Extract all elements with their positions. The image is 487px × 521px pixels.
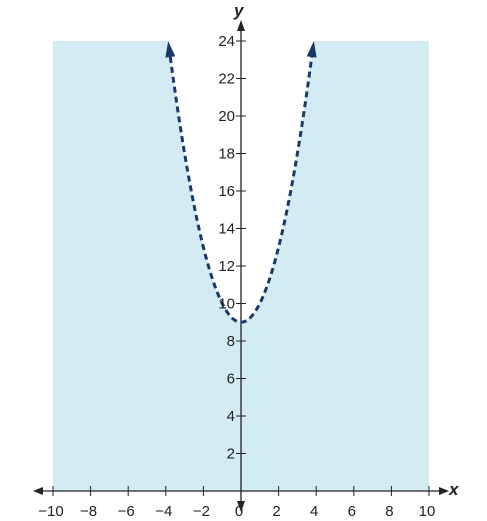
x-tick-label: 0 [235, 503, 243, 520]
y-tick-label: 16 [218, 183, 235, 200]
y-axis-arrow-up [237, 20, 245, 31]
x-tick-label: −2 [193, 503, 210, 520]
x-tick-label: −8 [80, 503, 97, 520]
y-tick-label: 22 [218, 71, 235, 88]
y-tick-label: 20 [218, 108, 235, 125]
y-axis-arrow-down [237, 501, 245, 512]
x-tick-label: 4 [310, 503, 318, 520]
y-tick-label: 18 [218, 146, 235, 163]
x-tick-label: −10 [38, 503, 63, 520]
curve-arrow-left [165, 41, 176, 58]
y-tick-label: 4 [227, 408, 235, 425]
x-tick-label: 2 [272, 503, 280, 520]
y-axis-label: y [233, 1, 245, 20]
x-axis-arrow-left [33, 487, 43, 495]
y-tick-label: 14 [218, 221, 235, 238]
x-axis-label: x [448, 480, 460, 499]
y-tick-label: 10 [218, 296, 235, 313]
x-tick-label: 6 [348, 503, 356, 520]
y-tick-label: 12 [218, 258, 235, 275]
x-tick-label: 8 [385, 503, 393, 520]
x-ticks: −10 −8 −6 −4 −2 0 2 4 6 8 10 [38, 486, 435, 520]
y-tick-label: 2 [227, 446, 235, 463]
y-tick-label: 24 [218, 33, 235, 50]
curve-arrow-right [306, 41, 317, 58]
x-tick-label: −4 [155, 503, 172, 520]
boundary-curve [168, 56, 314, 324]
x-axis-arrow-right [439, 487, 449, 495]
shaded-region [53, 41, 429, 491]
y-tick-label: 8 [227, 333, 235, 350]
y-tick-label: 6 [227, 371, 235, 388]
x-tick-label: −6 [118, 503, 135, 520]
x-tick-label: 10 [419, 503, 436, 520]
